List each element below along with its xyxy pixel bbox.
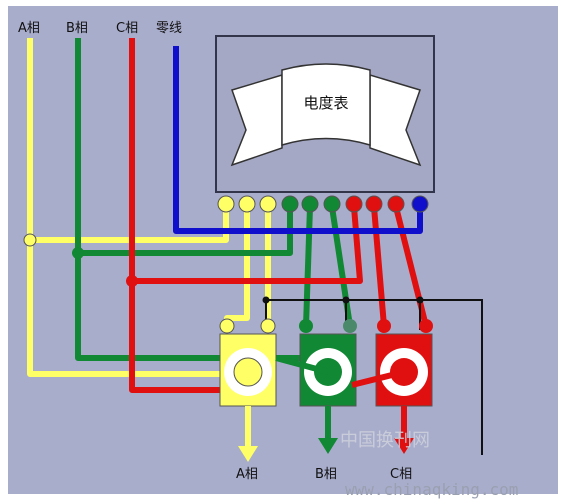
ct-a-terminal-1 bbox=[219, 318, 235, 334]
ct-b-terminal-2 bbox=[343, 319, 357, 333]
meter-terminal-b2 bbox=[301, 195, 319, 213]
label-neutral-top: 零线 bbox=[156, 21, 182, 36]
ct-phase-b bbox=[299, 319, 357, 407]
label-phase-a-top: A相 bbox=[18, 21, 40, 36]
junction-dots bbox=[23, 233, 424, 304]
label-phase-c-top: C相 bbox=[116, 21, 138, 36]
ct-c-terminal-2 bbox=[419, 319, 433, 333]
meter-label: 电度表 bbox=[303, 94, 348, 112]
output-arrows bbox=[238, 406, 414, 462]
ct-a-terminal-2 bbox=[260, 318, 276, 334]
meter-terminal-b1 bbox=[281, 195, 299, 213]
ct-phase-c bbox=[375, 319, 433, 407]
energy-meter: 电度表 bbox=[215, 35, 435, 193]
neutral-wire bbox=[173, 46, 423, 234]
arrow-b bbox=[318, 438, 338, 454]
label-phase-a-bottom: A相 bbox=[236, 467, 258, 482]
meter-terminal-a3 bbox=[259, 195, 277, 213]
meter-terminal-b3 bbox=[323, 195, 341, 213]
ct-phase-a bbox=[219, 318, 277, 407]
junction-a bbox=[23, 233, 37, 247]
junction-b bbox=[72, 247, 84, 259]
ct-c-terminal-1 bbox=[377, 319, 391, 333]
junction-c bbox=[126, 275, 138, 287]
label-phase-b-bottom: B相 bbox=[315, 467, 337, 482]
meter-terminal-a2 bbox=[238, 195, 256, 213]
arrow-a bbox=[238, 446, 258, 462]
meter-terminals bbox=[217, 195, 429, 213]
meter-terminal-a1 bbox=[217, 195, 235, 213]
watermark-cn: 中国换刊网 bbox=[340, 430, 430, 451]
ct-b-terminal-1 bbox=[299, 319, 313, 333]
label-phase-c-bottom: C相 bbox=[390, 467, 412, 482]
meter-terminal-c2 bbox=[365, 195, 383, 213]
watermark-url: www.chinaqking.com bbox=[345, 480, 518, 499]
meter-terminal-c3 bbox=[387, 195, 405, 213]
meter-terminal-n bbox=[411, 195, 429, 213]
phase-a-wires bbox=[27, 38, 271, 377]
arrow-c bbox=[394, 438, 414, 454]
meter-terminal-c1 bbox=[345, 195, 363, 213]
label-phase-b-top: B相 bbox=[66, 21, 88, 36]
meter-banner bbox=[230, 73, 422, 167]
